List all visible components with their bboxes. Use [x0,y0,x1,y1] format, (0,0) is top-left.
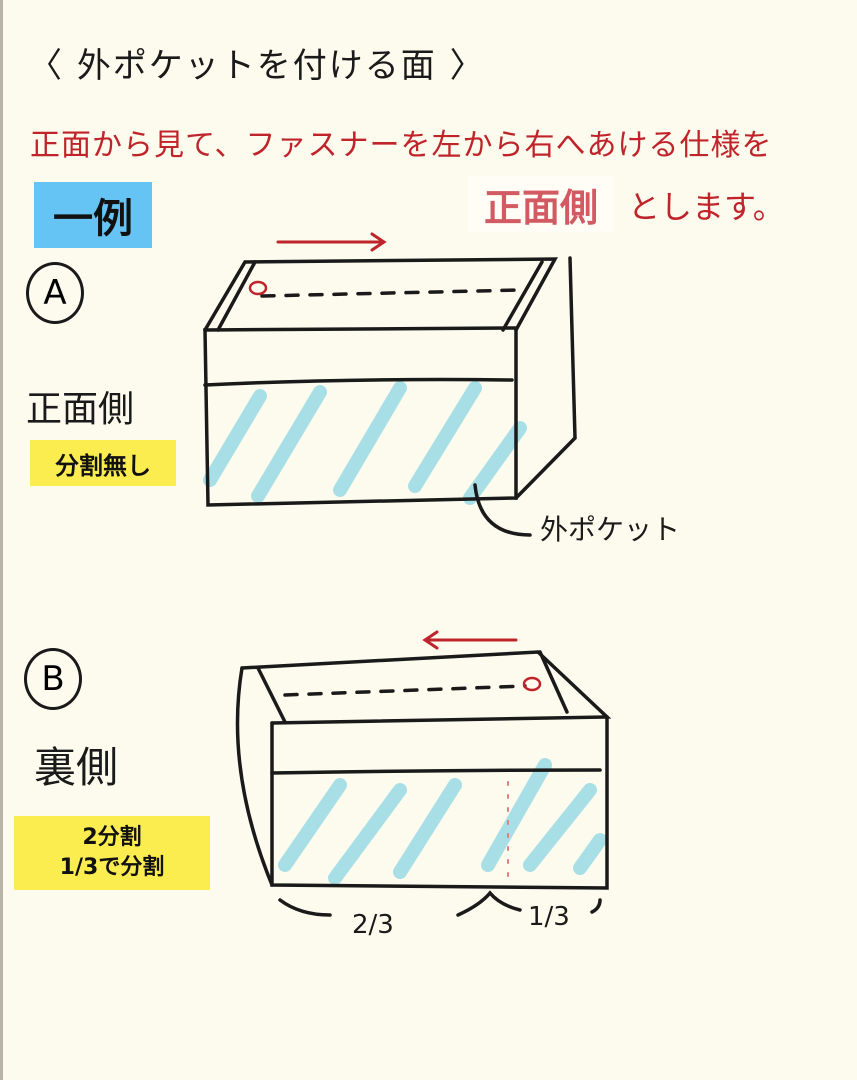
pocket-callout: 外ポケット [540,513,681,546]
tag-split: 2分割 1/3で分割 [14,816,210,890]
pocket-hatch-b [278,758,607,885]
page-title: 〈 外ポケットを付ける面 〉 [28,38,486,87]
title-close-bracket: 〉 [449,46,486,86]
front-definition-suffix: とします。 [628,188,785,226]
side-label-a: 正面側 [26,389,135,430]
pocket-hatch-a [203,381,527,505]
example-tag: 一例 [34,182,152,248]
arrow-right-icon [276,232,387,252]
fraction-two-thirds: 2/3 [352,910,394,940]
marker-b: B [24,648,82,710]
page-edge [0,0,3,1080]
arrow-left-icon [422,630,518,650]
diagram-b [235,630,612,917]
diagram-a [203,232,577,537]
side-label-b: 裏側 [34,743,119,792]
subtitle: 正面から見て、ファスナーを左から右へあける仕様を [30,128,773,163]
marker-a: A [26,262,84,324]
tag-no-split: 分割無し [30,440,176,486]
fraction-one-third: 1/3 [528,902,570,932]
tag-line: 1/3で分割 [59,855,165,880]
title-open-bracket: 〈 [28,46,64,86]
tag-line: 2分割 [82,825,142,850]
front-side-highlight: 正面側 [468,176,614,232]
title-text: 外ポケットを付ける面 [76,46,437,86]
tag-line: 分割無し [55,451,151,480]
